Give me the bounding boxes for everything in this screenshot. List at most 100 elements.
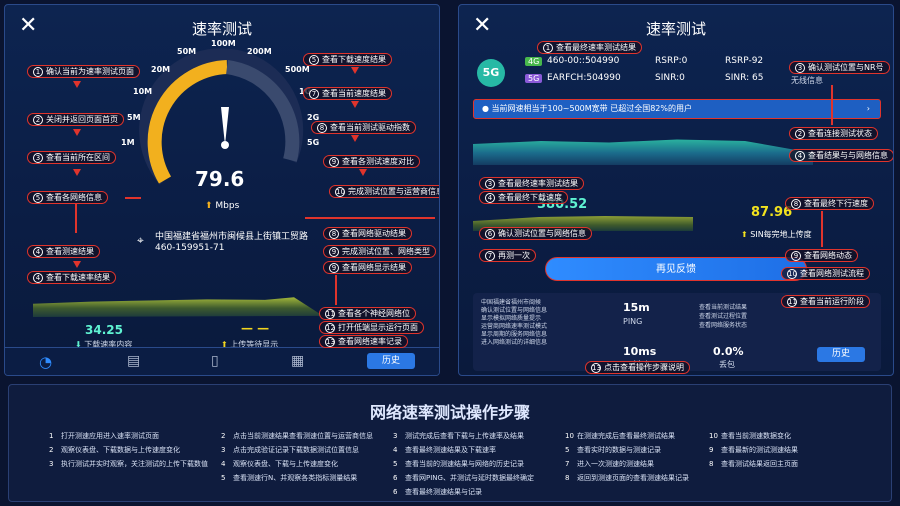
- cell-5g: EARFCH:504990: [547, 73, 621, 83]
- report-icon[interactable]: ▤: [127, 353, 141, 369]
- rsrp-b: RSRP-92: [725, 56, 764, 66]
- connector: [335, 275, 337, 305]
- info-list-2: 查看当前测试结果 查看测试过程位置 查看网络服务状态: [699, 303, 747, 330]
- tick-10m: 10M: [133, 87, 153, 96]
- arrow-down-icon: [351, 101, 359, 108]
- tick-50m: 50M: [177, 47, 197, 56]
- speedometer-icon[interactable]: ◔: [39, 353, 53, 371]
- upload-note: ⬆ SIN每完地上传度: [741, 230, 812, 239]
- result-banner[interactable]: ● 当前网速相当于100~500M宽带 已超过全国82%的用户 ›: [473, 99, 881, 119]
- list-item: 进入网络测试的详细信息: [481, 339, 548, 346]
- tick-500m: 500M: [285, 65, 310, 74]
- close-icon[interactable]: ✕: [19, 13, 38, 38]
- steps-title: 网络速率测试操作步骤: [369, 403, 530, 422]
- info-icon: ●: [482, 104, 489, 113]
- address-text: 中国福建省福州市闽候县上街镇工贸路: [155, 232, 309, 242]
- list-item: 确认测试位置与网络信息: [481, 307, 548, 314]
- close-icon[interactable]: ✕: [473, 13, 492, 38]
- cell-4g: 460-00::504990: [547, 56, 620, 66]
- tick-1m: 1M: [121, 138, 135, 147]
- tick-5g: 5G: [307, 138, 320, 147]
- connector: [75, 203, 77, 233]
- page-title: 速率测试: [645, 20, 706, 38]
- sinr-a: SINR:0: [655, 73, 685, 83]
- jitter-value: 10ms: [623, 345, 657, 358]
- phone-icon[interactable]: ▯: [211, 353, 219, 369]
- feedback-button[interactable]: 再见反馈: [545, 257, 807, 281]
- net-5g-tag: 5G: [525, 74, 543, 83]
- upload-label: ⬆ 上传等待显示: [221, 340, 279, 349]
- speed-graph: [473, 139, 813, 165]
- left-phone-screen: ✕ 速率测试 1M 5M 10M 20M 50M 100M 200M 500M …: [4, 4, 440, 376]
- sinr-b: SINR: 65: [725, 73, 764, 83]
- list-item: 查看当前测试结果: [699, 304, 748, 311]
- arrow-down-icon: [351, 67, 359, 74]
- list-item: 中国福建省福州市闽候: [481, 299, 542, 306]
- connector: [831, 85, 833, 125]
- arrow-down-icon: [73, 129, 81, 136]
- list-item: 查看网络服务状态: [699, 322, 748, 329]
- connector: [305, 217, 435, 219]
- history-button[interactable]: 历史: [817, 347, 865, 362]
- phone-text: 460-159951-71: [155, 243, 225, 253]
- no-info-text: 无线信息: [791, 76, 823, 85]
- loss-label: 丢包: [719, 360, 735, 369]
- calendar-icon[interactable]: ▦: [291, 353, 305, 369]
- net-4g-tag: 4G: [525, 57, 543, 66]
- banner-text: 当前网速相当于100~500M宽带 已超过全国82%的用户: [491, 104, 692, 113]
- rsrp-a: RSRP:0: [655, 56, 688, 66]
- connector: [821, 211, 823, 247]
- arrow-down-icon: [351, 135, 359, 142]
- network-badge: 5G: [477, 59, 505, 87]
- info-list: 中国福建省福州市闽候 确认测试位置与网络信息 显示模拟网络质量提示 运营商网络速…: [481, 299, 547, 347]
- speed-gauge: [139, 48, 304, 185]
- loss-value: 0.0%: [713, 345, 744, 358]
- tick-200m: 200M: [247, 47, 272, 56]
- history-button[interactable]: 历史: [367, 353, 415, 369]
- tick-20m: 20M: [151, 65, 171, 74]
- list-item: 显示模拟网络质量提示: [481, 315, 542, 322]
- speed-graph: [33, 297, 323, 317]
- arrow-down-icon: [73, 81, 81, 88]
- list-item: 查看测试过程位置: [699, 313, 748, 320]
- upload-value: — —: [241, 321, 270, 335]
